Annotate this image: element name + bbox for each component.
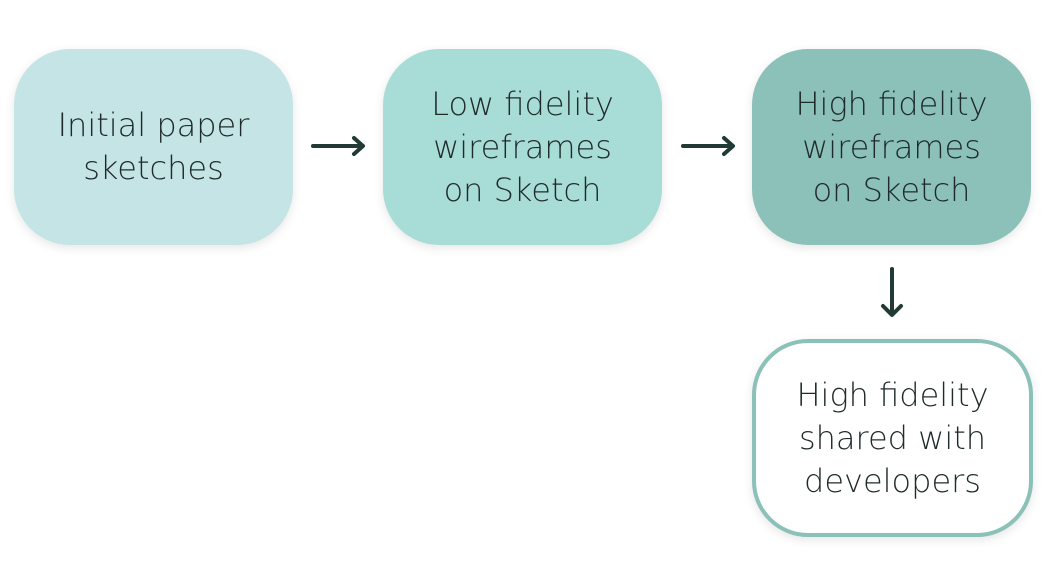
arrow-down-icon: [881, 267, 903, 317]
node-label: Initial paper sketches: [57, 106, 250, 187]
node-high-fidelity-wireframes: High fidelity wireframes on Sketch: [752, 49, 1031, 245]
node-high-fidelity-shared: High fidelity shared with developers: [752, 339, 1033, 537]
node-label: High fidelity wireframes on Sketch: [795, 84, 988, 209]
arrow-right-icon: [681, 136, 735, 156]
node-low-fidelity-wireframes: Low fidelity wireframes on Sketch: [383, 49, 662, 245]
arrow-right-icon: [311, 136, 365, 156]
node-label: Low fidelity wireframes on Sketch: [431, 84, 614, 209]
node-initial-paper-sketches: Initial paper sketches: [14, 49, 293, 245]
node-label: High fidelity shared with developers: [796, 375, 989, 500]
